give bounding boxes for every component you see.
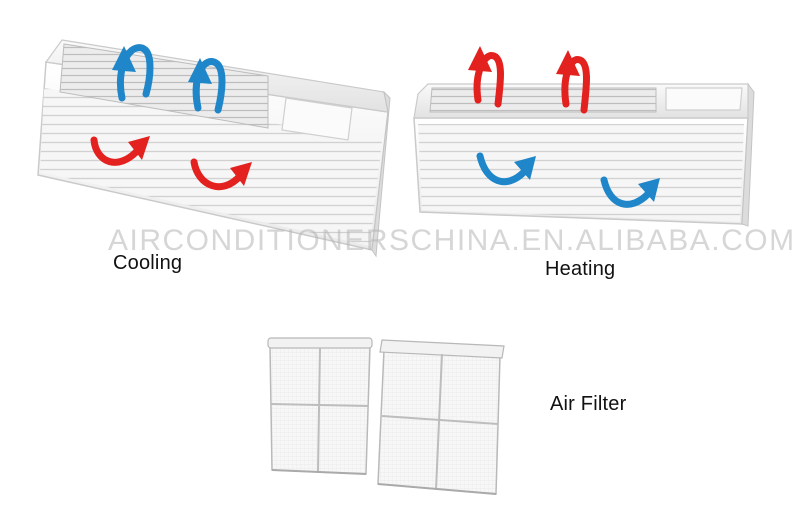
- cooling-label: Cooling: [113, 252, 183, 274]
- air-filter-right: [377, 339, 505, 495]
- cooling-lower-arrow-1: [90, 136, 150, 166]
- cooling-unit-body: [37, 39, 391, 258]
- heating-lower-arrow-2: [600, 176, 660, 208]
- cooling-upper-arrow-1: [112, 44, 154, 102]
- cooling-lower-arrow-2: [190, 158, 252, 191]
- heating-upper-arrow-2: [556, 50, 590, 114]
- heating-lower-arrow-1: [476, 152, 536, 186]
- heating-label: Heating: [545, 258, 616, 280]
- air-filter-left: [267, 337, 373, 475]
- watermark-text: AIRCONDITIONERSCHINA.EN.ALIBABA.COM: [108, 224, 796, 257]
- cooling-upper-arrow-2: [188, 58, 226, 114]
- air-filter-label: Air Filter: [550, 393, 627, 415]
- heating-upper-arrow-1: [468, 46, 504, 108]
